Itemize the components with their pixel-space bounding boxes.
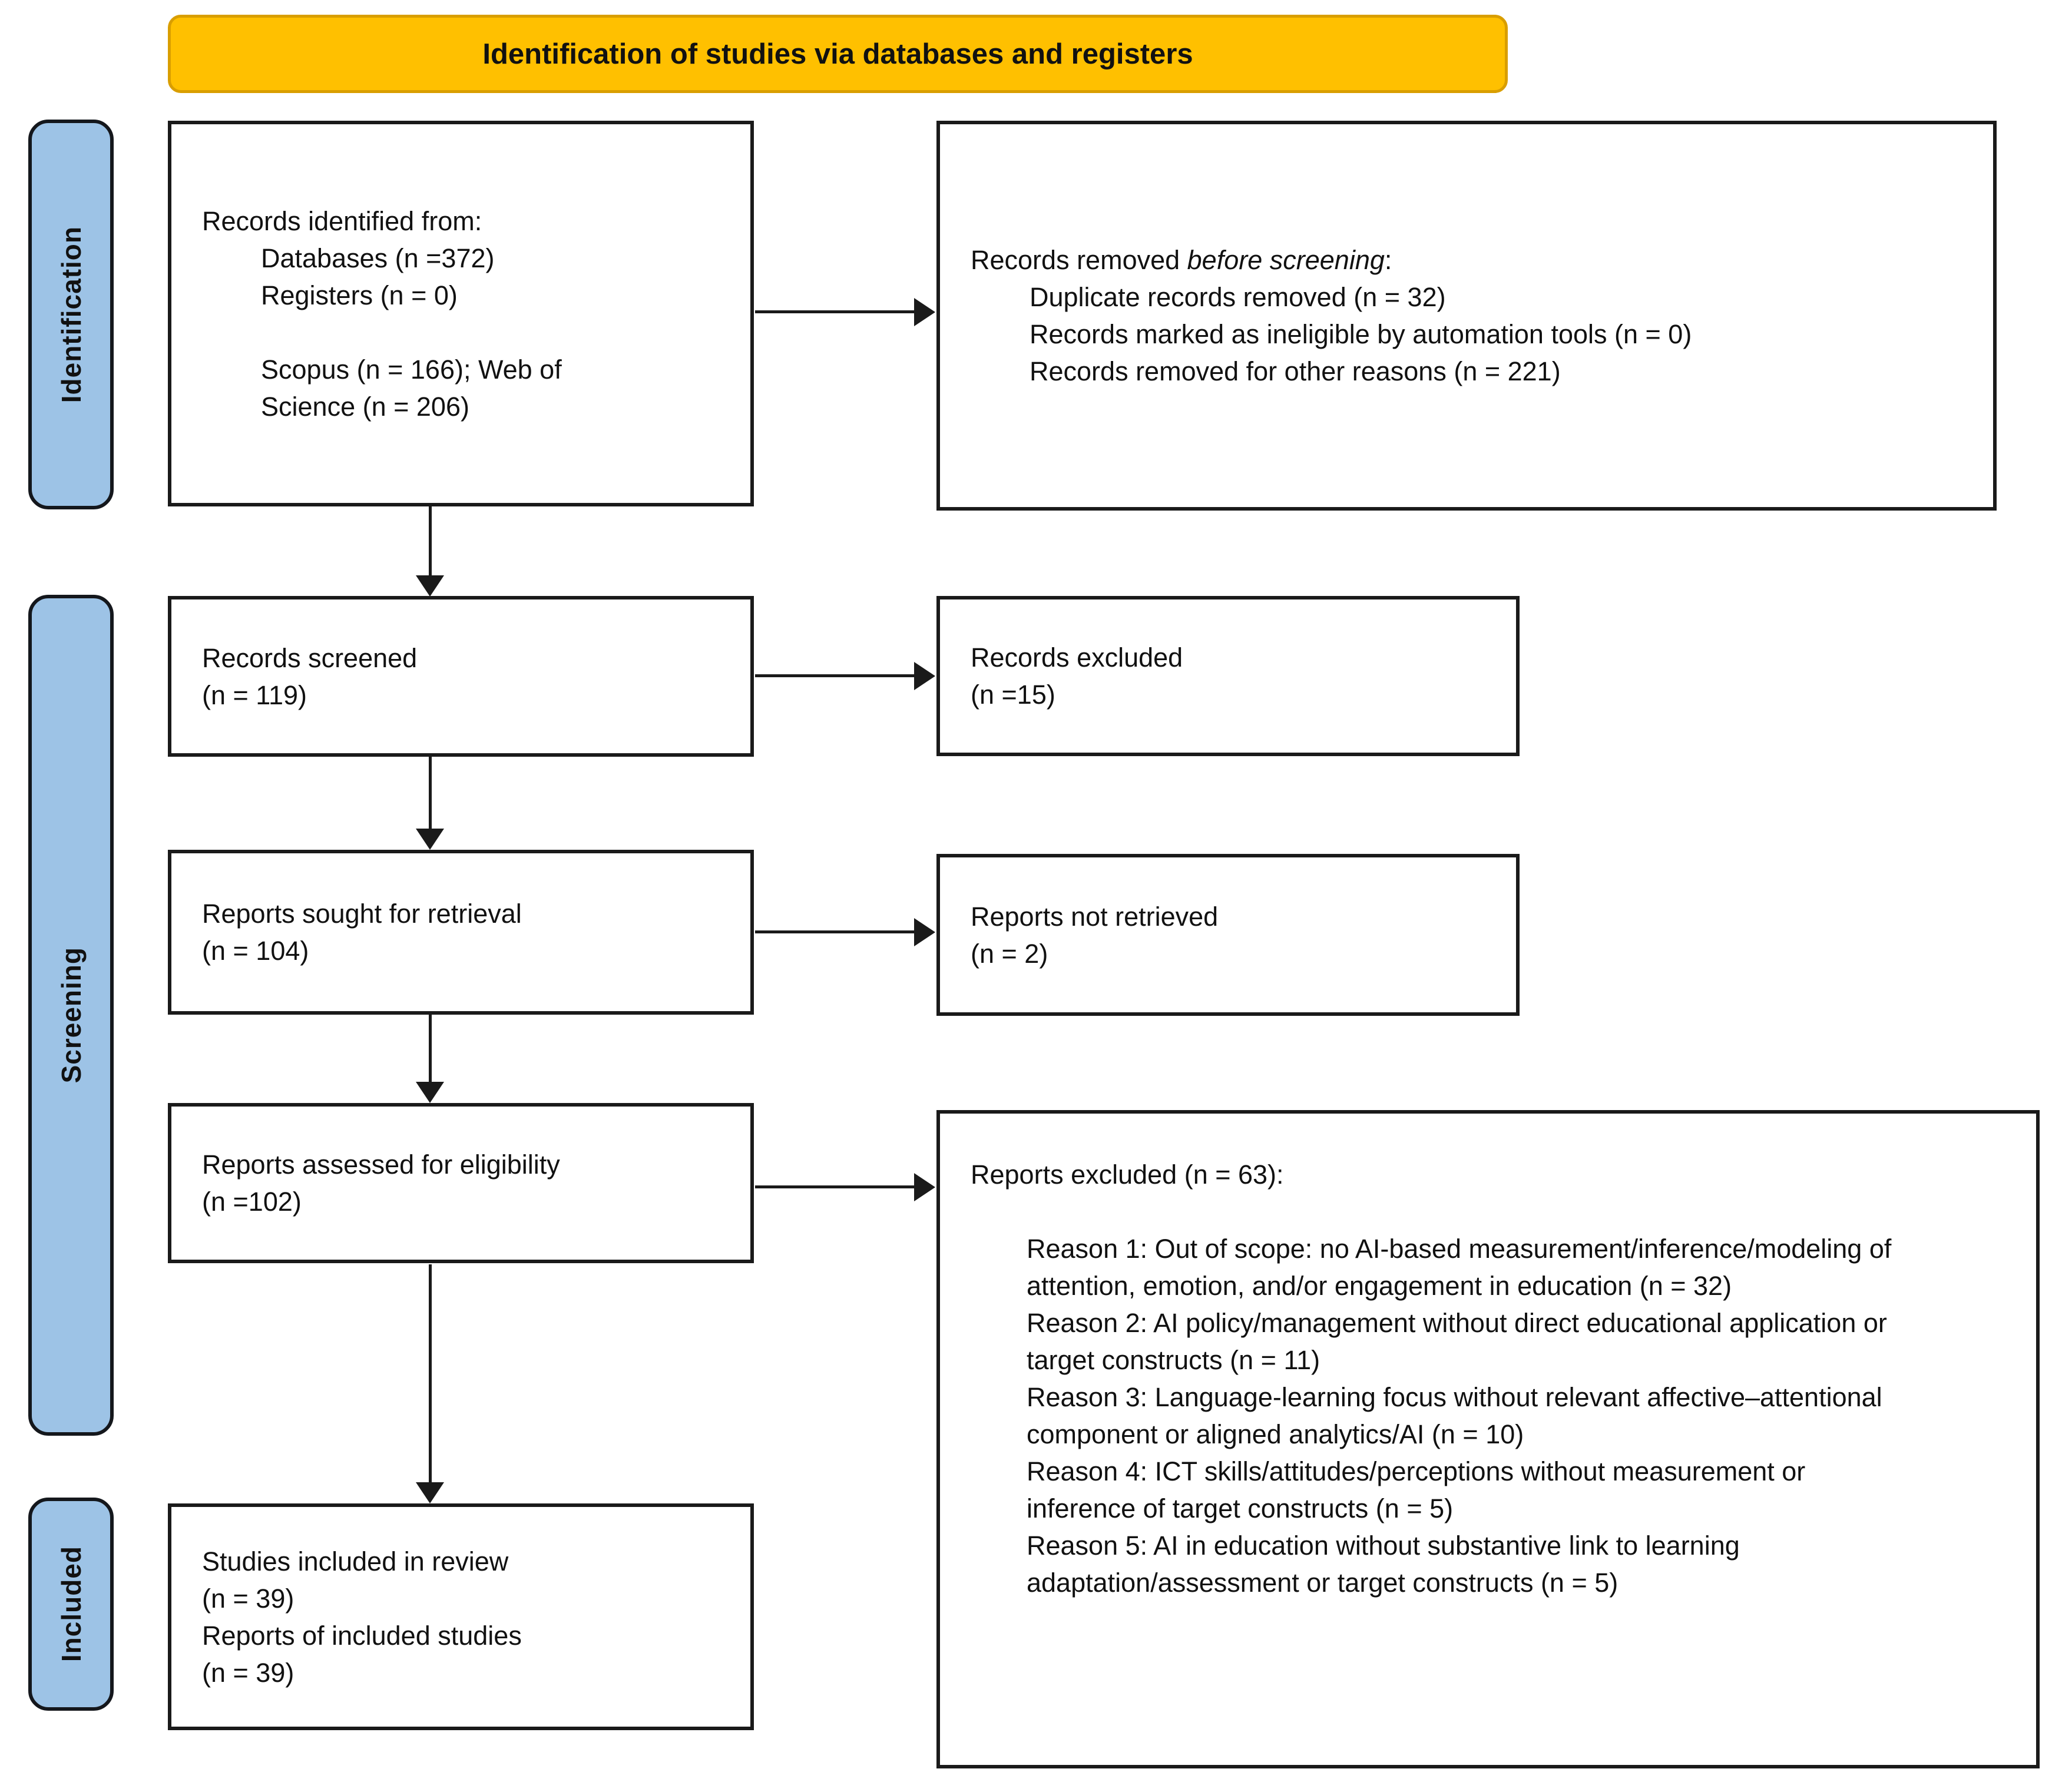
stage-included-label: Included [55,1546,87,1662]
arrowhead-right-icon [914,918,935,946]
records-excluded-line2: (n =15) [971,680,1055,710]
stage-screening-label: Screening [55,947,87,1084]
arrowhead-right-icon [914,298,935,326]
studies-included-line1: Studies included in review [202,1546,509,1576]
reports-excluded-reason4: Reason 4: ICT skills/attitudes/perceptio… [1027,1456,1806,1523]
studies-included-line3: Reports of included studies [202,1620,522,1651]
reports-excluded-reason1: Reason 1: Out of scope: no AI-based meas… [1027,1234,1892,1301]
records-identified-line5: Science (n = 206) [261,391,469,422]
arrow-line [428,1264,432,1482]
studies-included-line4: (n = 39) [202,1657,294,1688]
arrow-sought-to-assessed [416,1015,444,1103]
stage-included: Included [28,1498,114,1711]
stage-identification-label: Identification [55,226,87,403]
reports-not-retrieved-line1: Reports not retrieved [971,901,1219,932]
stage-screening: Screening [28,595,114,1436]
reports-sought-line1: Reports sought for retrieval [202,899,522,929]
records-removed-item1: Duplicate records removed (n = 32) [1030,282,1446,312]
arrow-line [755,930,915,933]
reports-assessed-line2: (n =102) [202,1187,302,1217]
records-removed-intro-suffix: : [1384,245,1392,275]
reports-not-retrieved-line2: (n = 2) [971,938,1048,969]
box-reports-not-retrieved: Reports not retrieved (n = 2) [936,854,1520,1016]
arrowhead-right-icon [914,662,935,690]
reports-excluded-reason2: Reason 2: AI policy/management without d… [1027,1308,1887,1375]
box-records-screened: Records screened (n = 119) [168,596,754,757]
records-removed-item3: Records removed for other reasons (n = 2… [1030,356,1561,386]
arrowhead-down-icon [416,1082,444,1103]
arrowhead-down-icon [416,1482,444,1503]
box-reports-assessed: Reports assessed for eligibility (n =102… [168,1103,754,1263]
arrow-line [428,757,432,829]
records-identified-line4: Scopus (n = 166); Web of [261,354,562,385]
records-identified-line2: Databases (n =372) [261,243,495,273]
box-records-excluded: Records excluded (n =15) [936,596,1520,756]
reports-excluded-reason3: Reason 3: Language-learning focus withou… [1027,1382,1882,1449]
spacer [971,1193,2013,1230]
arrow-assessed-to-included [416,1264,444,1503]
spacer [202,314,727,351]
arrowhead-down-icon [416,575,444,597]
arrow-sought-to-not-retrieved [755,918,935,946]
banner: Identification of studies via databases … [168,15,1508,93]
arrow-line [428,506,432,575]
stage-identification: Identification [28,120,114,509]
records-removed-item2: Records marked as ineligible by automati… [1030,319,1692,349]
arrow-identified-to-removed [755,298,935,326]
reports-assessed-line1: Reports assessed for eligibility [202,1150,560,1180]
arrow-line [755,674,915,677]
reports-excluded-reason5: Reason 5: AI in education without substa… [1027,1531,1740,1598]
records-screened-line1: Records screened [202,642,418,673]
box-reports-excluded: Reports excluded (n = 63): Reason 1: Out… [936,1110,2040,1768]
box-records-removed: Records removed before screening: Duplic… [936,121,1997,511]
arrow-identified-to-screened [416,506,444,597]
box-reports-sought: Reports sought for retrieval (n = 104) [168,850,754,1015]
records-identified-line1: Records identified from: [202,206,482,236]
box-studies-included: Studies included in review (n = 39) Repo… [168,1503,754,1730]
arrow-line [755,310,915,313]
arrow-screened-to-sought [416,757,444,850]
reports-excluded-header: Reports excluded (n = 63): [971,1160,1284,1190]
records-identified-line3: Registers (n = 0) [261,280,458,310]
records-removed-intro-prefix: Records removed [971,245,1187,275]
arrow-line [428,1015,432,1082]
arrowhead-right-icon [914,1173,935,1201]
records-removed-intro-italic: before screening [1187,245,1385,275]
arrow-screened-to-excluded [755,662,935,690]
arrowhead-down-icon [416,829,444,850]
box-records-identified: Records identified from: Databases (n =3… [168,121,754,506]
banner-title: Identification of studies via databases … [482,38,1193,70]
records-removed-intro: Records removed before screening: [971,241,1970,279]
records-excluded-line1: Records excluded [971,642,1183,673]
arrow-assessed-to-reports-excluded [755,1173,935,1201]
reports-excluded-reasons: Reason 1: Out of scope: no AI-based meas… [1027,1230,1892,1601]
reports-sought-line2: (n = 104) [202,936,309,966]
records-screened-line2: (n = 119) [202,680,307,710]
arrow-line [755,1185,915,1188]
studies-included-line2: (n = 39) [202,1583,294,1614]
